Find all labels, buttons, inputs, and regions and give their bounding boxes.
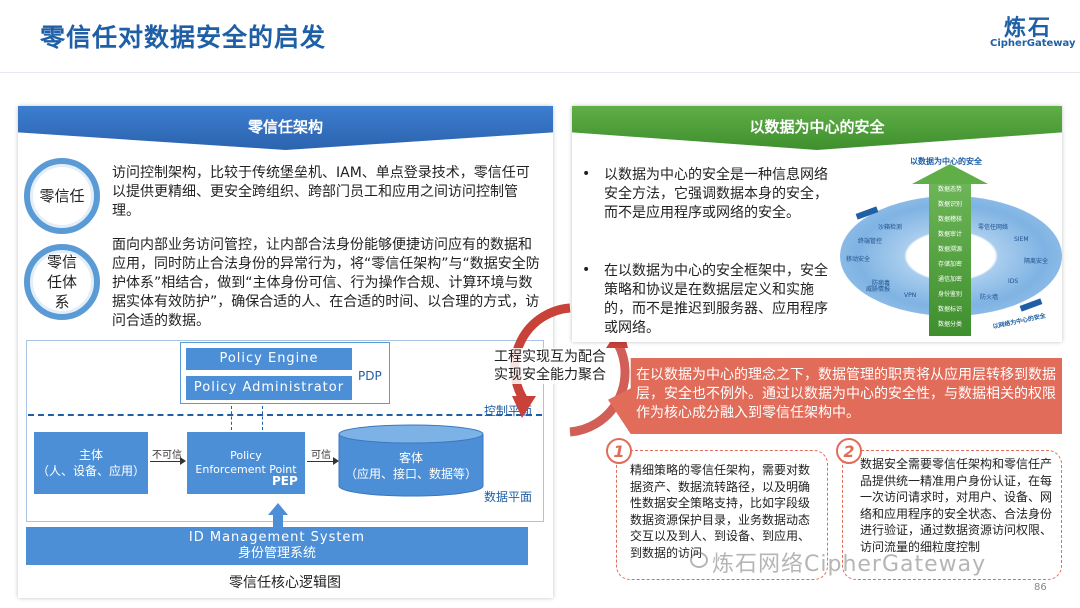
zero-trust-diagram xyxy=(26,340,544,522)
policy-administrator-box: Policy Administrator xyxy=(186,376,352,400)
pillar-label: 数据稽核 xyxy=(937,216,962,223)
page-number: 86 xyxy=(1034,582,1047,593)
arrow-stem xyxy=(273,514,283,527)
policy-engine-box: Policy Engine xyxy=(186,348,352,370)
point-text: 精细策略的零信任架构，需要对数据资产、数据流转路径，以及明确性数据安全策略支持，… xyxy=(630,463,811,560)
logo-subtitle: CipherGateway xyxy=(990,38,1076,49)
data-pillar xyxy=(929,176,971,336)
bullet-text: 在以数据为中心的安全框架中，安全策略和协议是在数据层定义和实施的，而不是推迟到服… xyxy=(604,263,828,336)
watermark: 炼石网络CipherGateway xyxy=(712,552,987,577)
arrow-up-icon xyxy=(912,164,988,184)
connector-text: 工程实现互为配合 实现安全能力聚合 xyxy=(494,348,606,384)
number-badge: 2 xyxy=(836,438,862,464)
header-divider xyxy=(0,72,1080,73)
database-icon xyxy=(338,424,484,497)
left-banner-title: 零信任架构 xyxy=(247,118,323,136)
callout-box xyxy=(608,358,1062,434)
point-box xyxy=(616,450,828,580)
trusted-label: 可信 xyxy=(311,450,331,461)
ring-label: IDS xyxy=(1008,278,1019,285)
arrow-right-icon xyxy=(333,457,339,465)
pep-box: Policy Enforcement Point xyxy=(187,432,305,494)
logo: 炼石 xyxy=(1004,16,1053,41)
pillar-label: 数据审计 xyxy=(937,231,962,238)
pillar-label: 数据识别 xyxy=(937,201,962,208)
circle-label: 零信任体系 xyxy=(46,253,77,311)
ring-label: 防病毒 xyxy=(872,280,891,287)
bullet-text: 以数据为中心的安全是一种信息网络安全方法，它强调数据本身的安全，而不是应用程序或… xyxy=(604,167,828,221)
ring-label: 移动安全 xyxy=(846,256,871,263)
arrow-right-icon xyxy=(180,457,186,465)
zero-trust-circle: 零信任 xyxy=(24,158,100,234)
callout-text: 在以数据为中心的理念之下，数据管理的职责将从应用层转移到数据层，安全也不例外。通… xyxy=(636,367,1056,421)
wechat-icon xyxy=(690,552,708,568)
right-banner-title: 以数据为中心的安全 xyxy=(749,118,885,136)
zero-trust-system-description: 面向内部业务访问管控，让内部合法身份能够便捷访问应有的数据和应用，同时防止合法身… xyxy=(112,237,540,329)
pep-title: Policy Enforcement Point xyxy=(195,449,297,476)
ring-label: 隔离安全 xyxy=(1024,258,1049,265)
pdp-link-line xyxy=(262,406,263,430)
bullet-icon: • xyxy=(582,262,591,278)
arrow-up-icon xyxy=(268,503,288,515)
idm-title-cn: 身份管理系统 xyxy=(237,546,316,561)
zero-trust-system-circle: 零信任体系 xyxy=(24,244,100,320)
object-label: 客体 （应用、接口、数据等） xyxy=(344,451,477,481)
pillar-label: 身份鉴别 xyxy=(937,291,962,298)
diagram-caption: 零信任核心逻辑图 xyxy=(229,575,341,591)
pdp-link-line xyxy=(231,406,232,430)
pillar-label: 数据分类 xyxy=(937,321,962,328)
pillar-label: 数据溯源 xyxy=(937,246,962,253)
zero-trust-description: 访问控制架构，比较于传统堡垒机、IAM、单点登录技术，零信任可以提供更精细、更安… xyxy=(112,165,530,219)
pillar-label: 通信加密 xyxy=(937,276,962,283)
bullet-icon: • xyxy=(582,166,591,182)
arrow-line xyxy=(307,461,337,462)
number-badge: 1 xyxy=(606,438,632,464)
idm-title-en: ID Management System xyxy=(188,530,366,545)
id-management-box: ID Management System 身份管理系统 xyxy=(26,527,528,565)
pillar-label: 数据态势 xyxy=(937,186,962,193)
graphic-title: 以数据为中心的安全 xyxy=(910,157,982,166)
pillar-label: 数据标识 xyxy=(937,306,962,313)
control-plane-divider xyxy=(28,414,542,416)
ring-label: SIEM xyxy=(1014,236,1029,243)
arrow-line xyxy=(150,461,184,462)
ring-label: 威胁情报 xyxy=(866,286,891,293)
ring-label: 终端管控 xyxy=(858,238,883,245)
pep-label: PEP xyxy=(272,474,298,488)
ring-label: 防火墙 xyxy=(980,294,999,301)
ring-label: 沙箱检测 xyxy=(878,224,903,231)
data-plane-label: 数据平面 xyxy=(484,490,533,504)
untrusted-label: 不可信 xyxy=(152,450,182,461)
circle-label: 零信任 xyxy=(39,187,85,205)
point-box xyxy=(842,450,1062,580)
ring-label: 零信任网络 xyxy=(978,224,1009,231)
page-title: 零信任对数据安全的启发 xyxy=(40,23,327,52)
point-text: 数据安全需要零信任架构和零信任产品提供统一精准用户身份认证，在每一次访问请求时，… xyxy=(860,457,1053,554)
subject-box: 主体 （人、设备、应用） xyxy=(34,432,148,494)
ring-label: VPN xyxy=(904,292,917,299)
pillar-label: 存储加密 xyxy=(937,261,962,268)
pdp-label: PDP xyxy=(358,369,382,383)
